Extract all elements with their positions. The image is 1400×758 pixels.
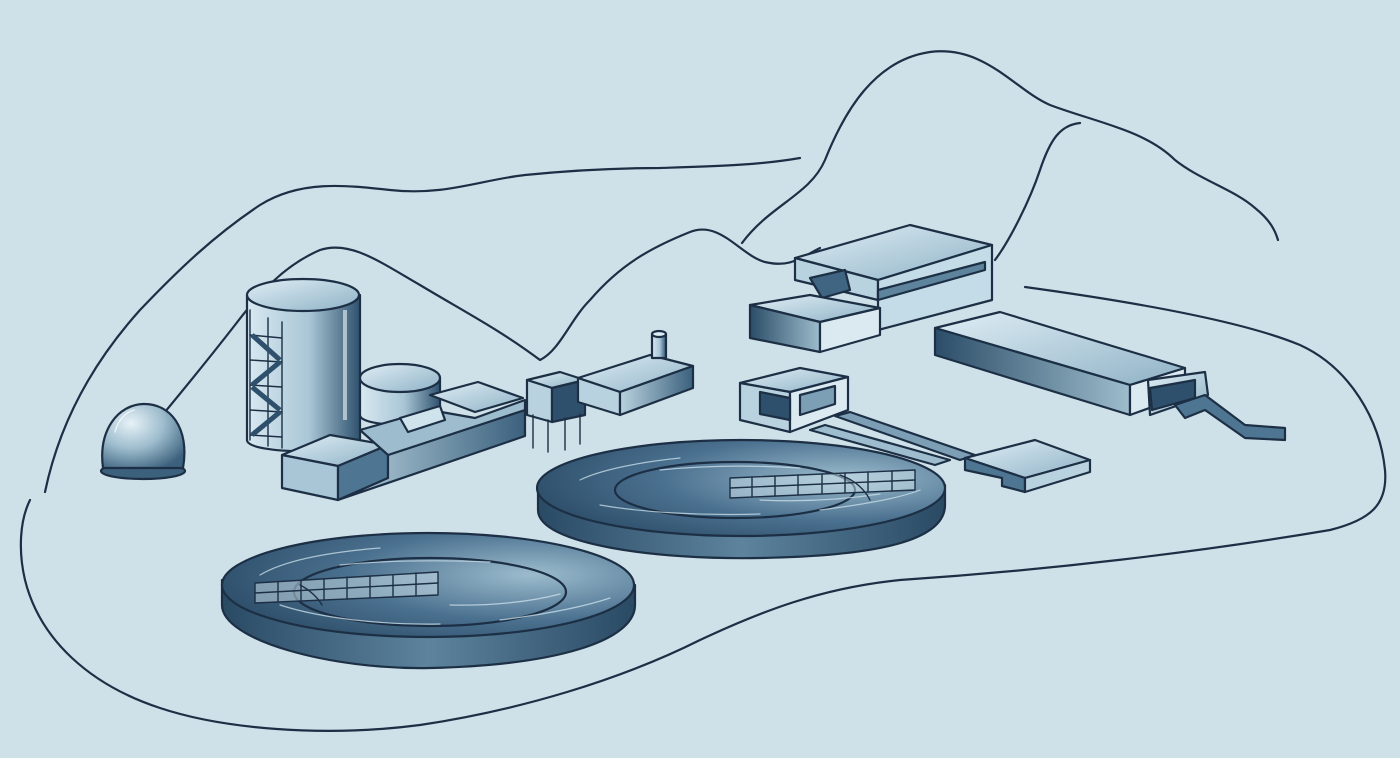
- long-channel-building: [933, 310, 1287, 442]
- right-clarifier-bridge: [729, 469, 916, 501]
- small-shed-on-legs: [525, 370, 587, 453]
- tank-stair-tower: [249, 309, 283, 449]
- digester-dome: [99, 402, 187, 481]
- left-clarifier: [220, 531, 637, 670]
- large-rectangular-building: [748, 223, 994, 354]
- left-clarifier-bridge: [254, 571, 439, 606]
- inlet-channel: [808, 410, 1092, 494]
- process-building: [280, 380, 527, 502]
- long-building-with-chimney: [576, 329, 695, 417]
- site-boundary: [19, 285, 1387, 732]
- right-clarifier: [535, 438, 947, 560]
- small-open-frame-block: [738, 366, 850, 434]
